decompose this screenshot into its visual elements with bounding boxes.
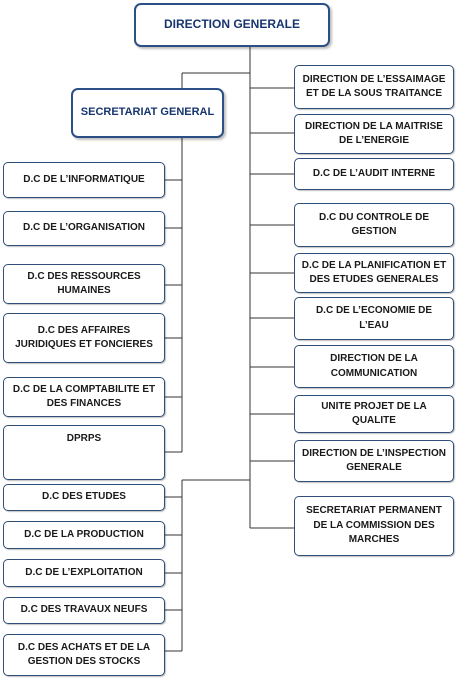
unit-informatique: D.C DE L’INFORMATIQUE [3,162,165,198]
secretariat-general-box: SECRETARIAT GENERAL [71,88,224,138]
unit-commission-marches: SECRETARIAT PERMANENT DE LA COMMISSION D… [294,496,454,556]
unit-production: D.C DE LA PRODUCTION [3,521,165,549]
unit-label: D.C DES AFFAIRES JURIDIQUES ET FONCIERES [15,324,153,351]
unit-controle-gestion: D.C DU CONTROLE DE GESTION [294,203,454,247]
unit-label: UNITE PROJET DE LA QUALITE [321,400,427,427]
unit-label: DIRECTION DE LA COMMUNICATION [330,353,418,379]
unit-economie-eau: D.C DE L’ECONOMIE DE L’EAU [294,297,454,340]
unit-label: D.C DE LA COMPTABILITE ET DES FINANCES [12,383,156,410]
unit-achats-stocks: D.C DES ACHATS ET DE LA GESTION DES STOC… [3,634,165,676]
unit-ressources-humaines: D.C DES RESSOURCES HUMAINES [3,264,165,304]
unit-affaires-juridiques: D.C DES AFFAIRES JURIDIQUES ET FONCIERES [3,313,165,363]
unit-comptabilite-finances: D.C DE LA COMPTABILITE ET DES FINANCES [3,377,165,417]
unit-essaimage: DIRECTION DE L’ESSAIMAGE ET DE LA SOUS T… [294,65,454,109]
unit-label: DIRECTION DE L’ESSAIMAGE ET DE LA SOUS T… [302,73,446,100]
unit-label: D.C DES ACHATS ET DE LA GESTION DES STOC… [17,641,151,668]
unit-label: SECRETARIAT PERMANENT DE LA COMMISSION D… [306,505,442,546]
unit-travaux-neufs: D.C DES TRAVAUX NEUFS [3,597,165,624]
unit-maitrise-energie: DIRECTION DE LA MAITRISE DE L’ENERGIE [294,114,454,154]
unit-label: DPRPS [66,433,102,444]
unit-label: D.C DE L’EXPLOITATION [25,566,143,578]
unit-label: D.C DU CONTROLE DE GESTION [319,211,429,238]
unit-label: DIRECTION DE L’INSPECTION GENERALE [302,447,446,474]
direction-generale-label: DIRECTION GENERALE [163,17,300,32]
unit-label: D.C DES ETUDES [42,491,126,503]
unit-inspection-generale: DIRECTION DE L’INSPECTION GENERALE [294,440,454,482]
unit-communication: DIRECTION DE LA COMMUNICATION [294,345,454,388]
unit-label: D.C DE LA PLANIFICATION ET DES ETUDES GE… [301,259,447,286]
unit-label: D.C DE L’ECONOMIE DE L’EAU [315,305,433,331]
direction-generale-box: DIRECTION GENERALE [134,3,330,47]
unit-label: D.C DES TRAVAUX NEUFS [20,604,148,616]
unit-label: D.C DE LA PRODUCTION [24,528,144,540]
unit-planification: D.C DE LA PLANIFICATION ET DES ETUDES GE… [294,253,454,293]
secretariat-general-label: SECRETARIAT GENERAL [80,106,215,119]
unit-exploitation: D.C DE L’EXPLOITATION [3,559,165,587]
unit-label: D.C DE L’ORGANISATION [22,222,146,234]
unit-organisation: D.C DE L’ORGANISATION [3,211,165,246]
unit-label: DIRECTION DE LA MAITRISE DE L’ENERGIE [305,120,443,147]
unit-label: D.C DE L’INFORMATIQUE [23,173,145,185]
unit-dprps: DPRPS [3,425,165,480]
unit-label: D.C DE L’AUDIT INTERNE [312,167,436,179]
unit-label: D.C DES RESSOURCES HUMAINES [27,270,141,297]
unit-etudes: D.C DES ETUDES [3,484,165,511]
unit-audit-interne: D.C DE L’AUDIT INTERNE [294,158,454,190]
unit-projet-qualite: UNITE PROJET DE LA QUALITE [294,395,454,433]
